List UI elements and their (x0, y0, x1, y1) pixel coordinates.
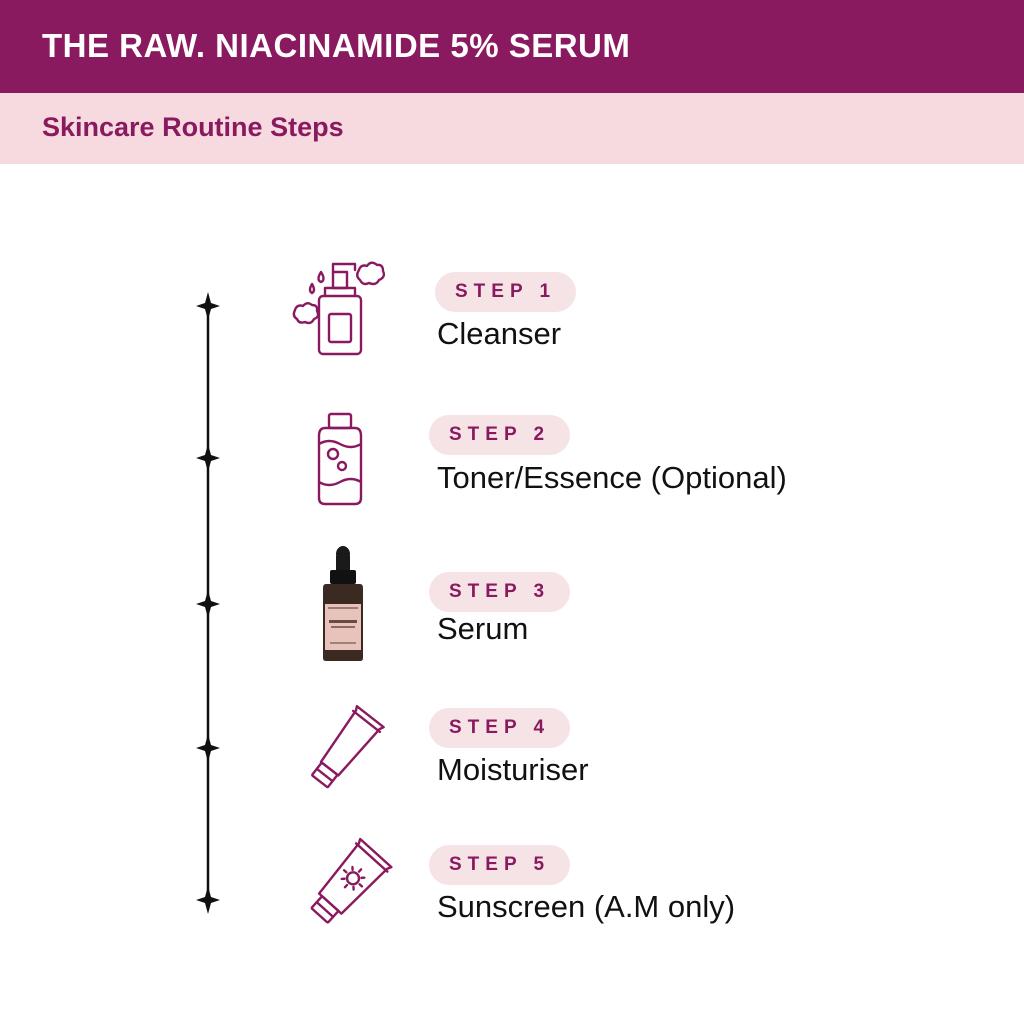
sunscreen-tube-icon (292, 830, 402, 940)
subheader-bar: Skincare Routine Steps (0, 93, 1024, 164)
timeline-star-icon (196, 292, 220, 320)
step-badge: STEP 1 (435, 272, 577, 312)
step-badge: STEP 4 (429, 708, 571, 748)
serum-dropper-bottle-icon (288, 544, 398, 661)
timeline-star-icon (196, 886, 220, 914)
timeline (196, 292, 220, 914)
page-title: THE RAW. NIACINAMIDE 5% SERUM (42, 27, 631, 64)
step-name: Cleanser (437, 316, 562, 351)
step-badge: STEP 2 (429, 415, 571, 455)
step-name: Toner/Essence (Optional) (437, 460, 787, 495)
pump-bottle-icon (285, 252, 395, 362)
toner-bottle-icon (285, 404, 395, 514)
timeline-star-icon (196, 590, 220, 618)
section-title: Skincare Routine Steps (42, 112, 344, 142)
step-name: Sunscreen (A.M only) (437, 889, 736, 924)
cream-tube-icon (290, 694, 400, 804)
step-badge: STEP 3 (429, 572, 571, 612)
header-bar: THE RAW. NIACINAMIDE 5% SERUM (0, 0, 1024, 93)
step-badge: STEP 5 (429, 845, 571, 885)
timeline-star-icon (196, 444, 220, 472)
step-name: Serum (437, 611, 529, 646)
step-name: Moisturiser (437, 752, 589, 787)
timeline-star-icon (196, 734, 220, 762)
